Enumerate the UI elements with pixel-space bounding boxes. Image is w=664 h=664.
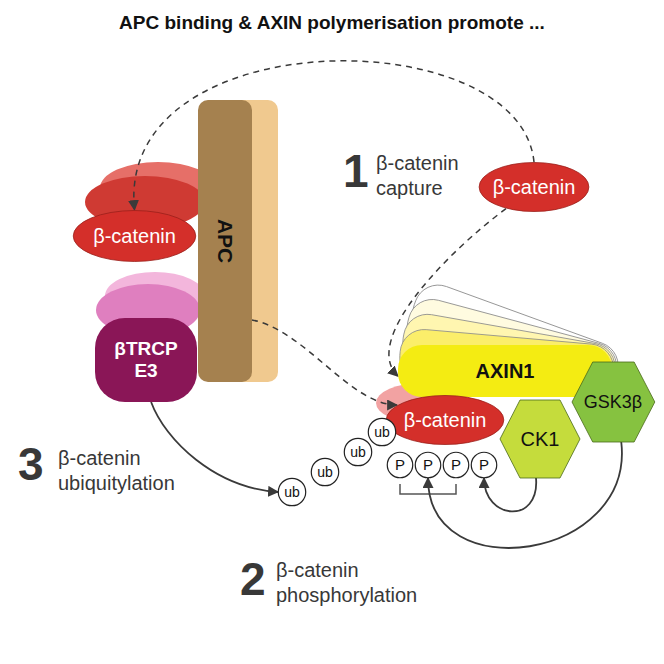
callout-number: 1 xyxy=(343,145,369,198)
protein-oval: β-catenin xyxy=(385,395,505,445)
e3-ligase-box: βTRCP E3 xyxy=(95,318,197,402)
hexagon-outline xyxy=(572,362,655,442)
ubiquitin-circle: ub xyxy=(368,418,396,446)
node-text: AXIN1 xyxy=(476,360,535,383)
node-text: P xyxy=(423,456,433,473)
node-text: β-catenin xyxy=(493,176,576,199)
protein-oval: β-catenin xyxy=(72,210,197,262)
kinase-hexagon: GSK3β xyxy=(572,362,655,442)
node-text: P xyxy=(451,456,461,473)
kinase-hexagon: CK1 xyxy=(500,400,580,478)
phosphate-circle: P xyxy=(415,452,441,478)
step-label: phosphorylation xyxy=(276,584,417,607)
connector xyxy=(252,320,397,405)
phosphate-circle: P xyxy=(443,452,469,478)
step-label: capture xyxy=(376,177,443,200)
node-text: ub xyxy=(350,444,366,460)
connector xyxy=(484,478,536,511)
node-text: GSK3β xyxy=(584,392,642,413)
ellipse-outline xyxy=(311,458,338,485)
hexagon-outline xyxy=(500,400,580,478)
callout-number: 2 xyxy=(240,553,266,606)
node-text: CK1 xyxy=(521,428,560,451)
ellipse-outline xyxy=(415,452,440,477)
ellipse-outline xyxy=(73,211,196,262)
apc-bar: APC xyxy=(198,100,252,382)
connector xyxy=(134,61,534,210)
ubiquitin-circle: ub xyxy=(344,438,372,466)
title: APC binding & AXIN polymerisation promot… xyxy=(0,12,664,34)
ellipse-outline xyxy=(368,418,395,445)
ubiquitin-circle: ub xyxy=(278,478,306,506)
node-text: APC xyxy=(213,219,237,263)
ellipse-outline xyxy=(443,452,468,477)
node-text: β-catenin xyxy=(93,225,176,248)
step-label: ubiquitylation xyxy=(58,472,175,495)
protein-oval: β-catenin xyxy=(478,162,590,212)
node-text: P xyxy=(395,456,405,473)
ellipse-outline xyxy=(386,396,504,445)
callout-number: 3 xyxy=(18,438,44,491)
ellipse-outline xyxy=(278,478,305,505)
node-text: β-catenin xyxy=(404,409,487,432)
node-text: ub xyxy=(284,484,300,500)
ellipse-outline xyxy=(471,452,496,477)
node-text: ub xyxy=(317,464,333,480)
step-label: β-catenin xyxy=(376,152,459,175)
ubiquitin-circle: ub xyxy=(311,458,339,486)
ellipse-outline xyxy=(387,452,412,477)
phosphate-circle: P xyxy=(471,452,497,478)
ellipse-outline xyxy=(344,438,371,465)
step-label: β-catenin xyxy=(276,559,359,582)
node-text: P xyxy=(479,456,489,473)
node-text: ub xyxy=(374,424,390,440)
ellipse-outline xyxy=(479,163,589,212)
step-label: β-catenin xyxy=(58,447,141,470)
node-text: βTRCP E3 xyxy=(108,338,184,382)
phosphate-circle: P xyxy=(387,452,413,478)
